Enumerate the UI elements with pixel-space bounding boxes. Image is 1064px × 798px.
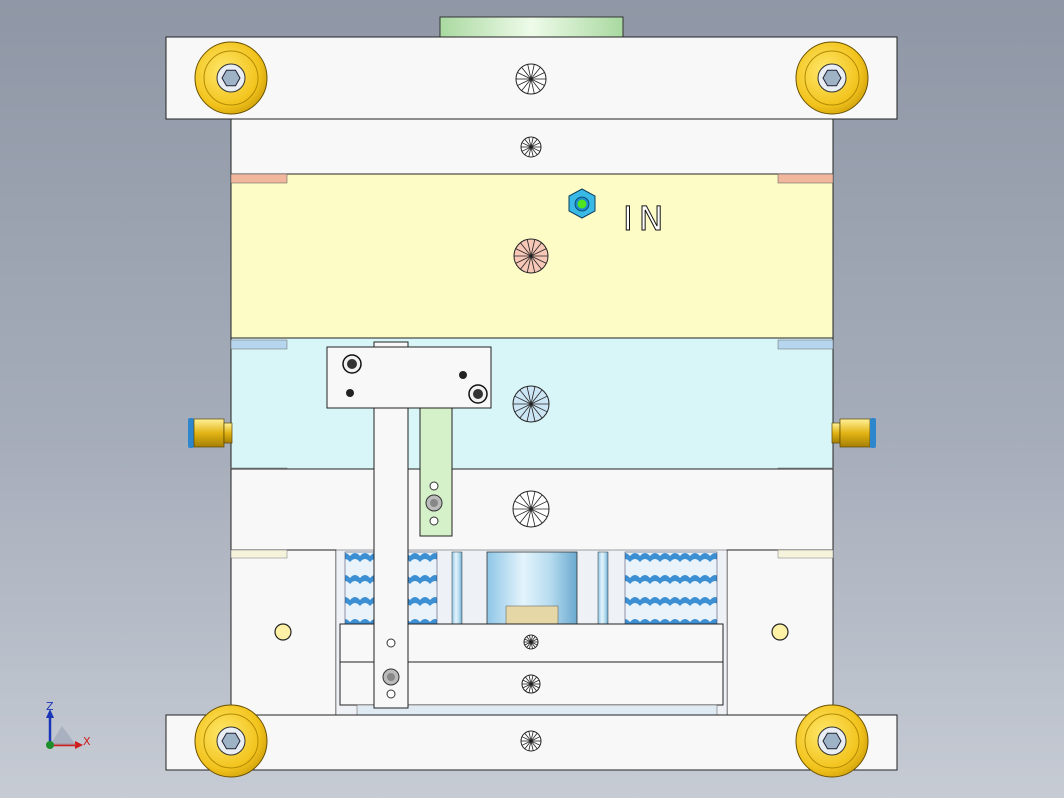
hex-nut-icon[interactable] xyxy=(568,188,596,219)
ejector-pin-icon[interactable] xyxy=(523,634,539,650)
support-plate[interactable] xyxy=(230,468,834,552)
latch-block-holes xyxy=(342,354,488,404)
cavity-pad-right xyxy=(777,173,834,184)
ejector-pin-icon[interactable] xyxy=(512,490,550,528)
core-pad-right xyxy=(777,339,834,350)
cap-screw-icon[interactable] xyxy=(194,704,268,778)
ejector-pin-icon[interactable] xyxy=(520,136,542,158)
inlet-label: IN xyxy=(623,199,669,238)
ejector-bottom-stubs xyxy=(356,704,718,716)
ejector-pin-icon[interactable] xyxy=(521,674,541,694)
ejector-pin-icon[interactable] xyxy=(513,238,549,274)
pillar-cap xyxy=(505,605,559,625)
guide-pin-right xyxy=(597,551,609,625)
coolant-fitting-icon[interactable] xyxy=(188,418,233,448)
latch-bar-holes xyxy=(382,481,443,699)
cavity-pad-left xyxy=(230,173,288,184)
ejector-pin-icon[interactable] xyxy=(520,730,542,752)
cap-screw-icon[interactable] xyxy=(194,41,268,115)
guide-holes xyxy=(274,623,789,641)
sprue-bushing[interactable] xyxy=(439,16,624,40)
axis-triad-icon: Z X xyxy=(46,700,91,749)
spacer-pad-left xyxy=(230,549,288,559)
ejector-pin-icon[interactable] xyxy=(512,385,550,423)
coolant-fitting-icon[interactable] xyxy=(831,418,876,448)
cap-screw-icon[interactable] xyxy=(795,704,869,778)
return-spring-right[interactable] xyxy=(624,551,718,625)
latch-green-bar[interactable] xyxy=(419,404,453,537)
core-pad-left xyxy=(230,339,288,350)
guide-pin-left xyxy=(451,551,463,625)
cap-screw-icon[interactable] xyxy=(795,41,869,115)
x-axis-label: X xyxy=(83,735,91,748)
spacer-pad-right xyxy=(777,549,834,559)
ejector-pin-icon[interactable] xyxy=(515,63,547,95)
z-axis-label: Z xyxy=(46,700,54,713)
